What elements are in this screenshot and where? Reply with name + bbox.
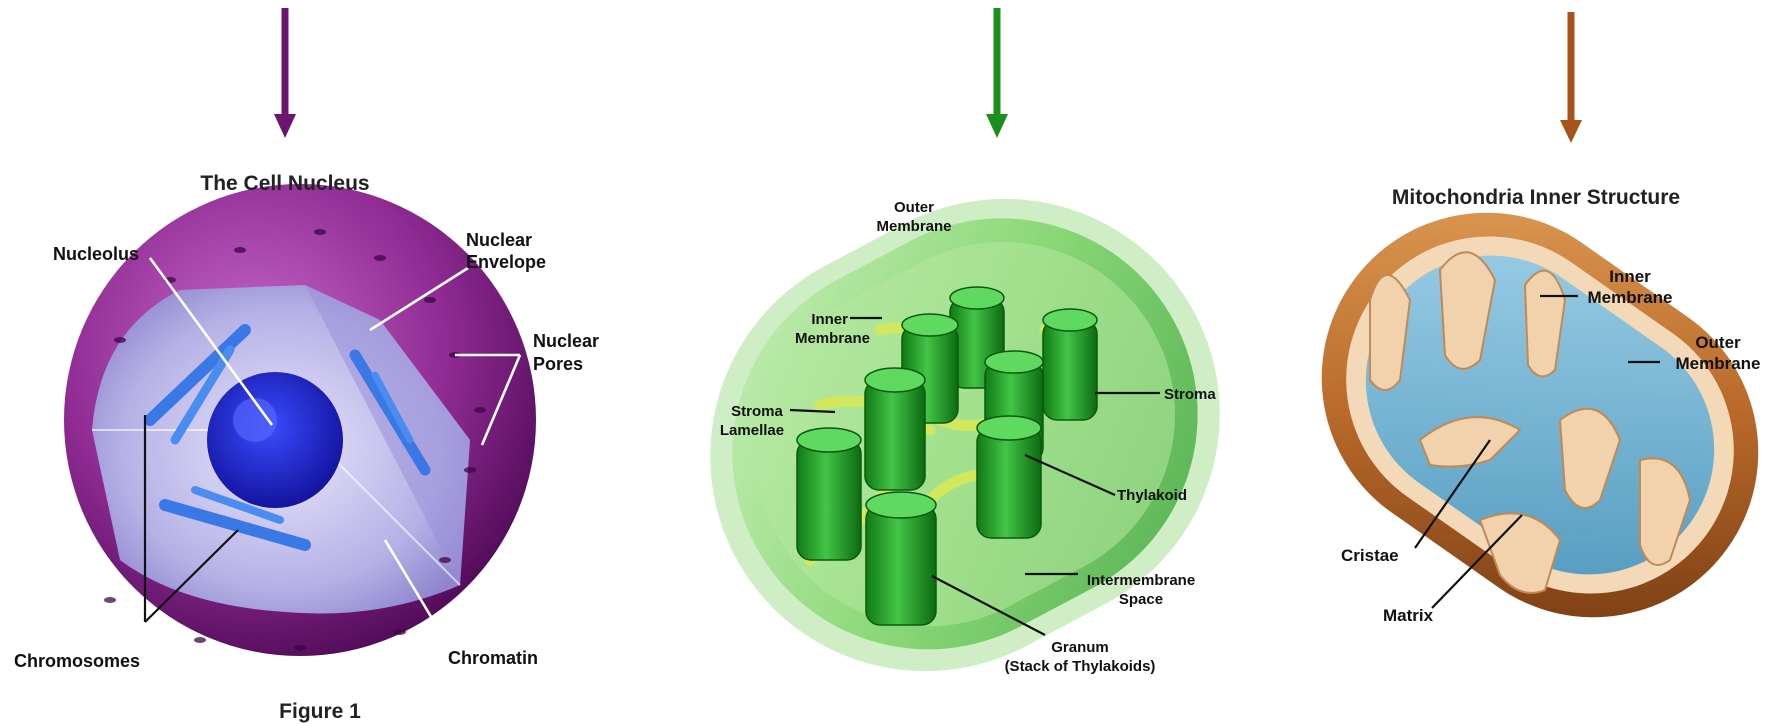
label-nuclear-pores-1: Nuclear bbox=[533, 331, 599, 351]
label-chromosomes: Chromosomes bbox=[14, 651, 140, 671]
down-arrow-nucleus bbox=[274, 8, 296, 138]
label-stroma-lamellae-2: Lamellae bbox=[720, 422, 784, 439]
label-stroma: Stroma bbox=[1164, 386, 1216, 403]
down-arrow-chloroplast bbox=[986, 8, 1008, 138]
label-stroma-lamellae-1: Stroma bbox=[731, 403, 783, 420]
mitochondria-title: Mitochondria Inner Structure bbox=[1392, 186, 1680, 209]
label-outer-membrane-mito-2: Membrane bbox=[1675, 354, 1760, 373]
label-inner-membrane-2: Membrane bbox=[795, 330, 870, 347]
label-thylakoid: Thylakoid bbox=[1117, 487, 1187, 504]
label-matrix: Matrix bbox=[1383, 606, 1434, 625]
label-nuclear-envelope-2: Envelope bbox=[466, 252, 546, 272]
label-nuclear-envelope-1: Nuclear bbox=[466, 230, 532, 250]
nucleus-caption: Figure 1 bbox=[279, 700, 361, 723]
label-intermembrane-space-2: Space bbox=[1119, 591, 1163, 608]
label-inner-membrane-1: Inner bbox=[811, 311, 848, 328]
label-granum-2: (Stack of Thylakoids) bbox=[1005, 658, 1156, 675]
label-intermembrane-space-1: Intermembrane bbox=[1087, 572, 1195, 589]
label-inner-membrane-mito-1: Inner bbox=[1609, 267, 1651, 286]
mitochondria-illustration bbox=[1257, 148, 1789, 682]
label-cristae: Cristae bbox=[1341, 546, 1399, 565]
label-nucleolus: Nucleolus bbox=[53, 244, 139, 264]
label-granum-1: Granum bbox=[1051, 639, 1109, 656]
label-inner-membrane-mito-2: Membrane bbox=[1587, 288, 1672, 307]
label-chromatin: Chromatin bbox=[448, 648, 538, 668]
label-outer-membrane-2: Membrane bbox=[876, 218, 951, 235]
nucleus-title: The Cell Nucleus bbox=[200, 172, 369, 195]
label-outer-membrane-1: Outer bbox=[894, 199, 934, 216]
label-nuclear-pores-2: Pores bbox=[533, 354, 583, 374]
label-outer-membrane-mito-1: Outer bbox=[1695, 333, 1741, 352]
down-arrow-mitochondria bbox=[1560, 12, 1582, 143]
